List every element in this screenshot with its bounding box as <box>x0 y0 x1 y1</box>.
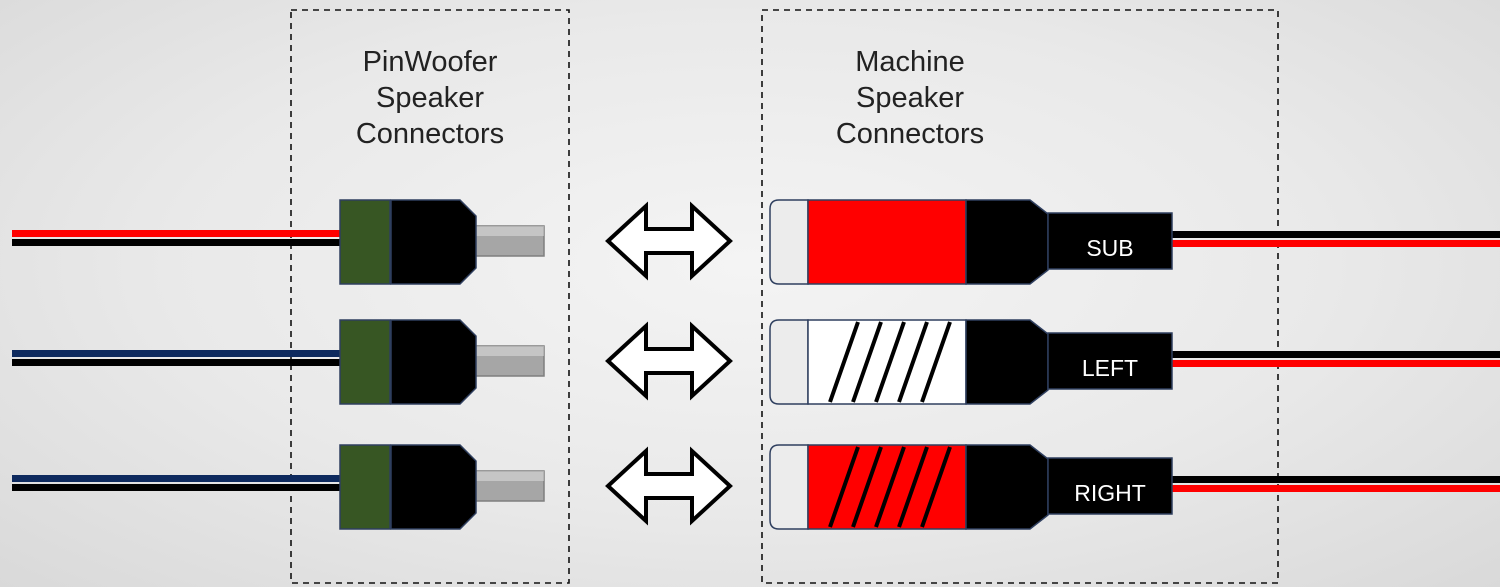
sleeve-stripe <box>851 446 883 528</box>
sleeve-stripe <box>920 321 952 403</box>
sleeve-stripe <box>828 321 860 403</box>
sleeve-stripe <box>828 446 860 528</box>
connector-label-sub: SUB <box>1086 235 1134 261</box>
sleeve-stripe <box>874 446 906 528</box>
right-wire-top <box>1172 231 1500 238</box>
connector-label-left: LEFT <box>1081 355 1139 381</box>
title-line: Machine <box>855 46 965 78</box>
left-wire-top <box>12 350 340 357</box>
left-wire-bottom <box>12 484 340 491</box>
sleeve-stripe <box>874 321 906 403</box>
right-wire-top <box>1172 476 1500 483</box>
title-line: PinWoofer <box>362 46 498 78</box>
socket-end-cap <box>769 199 809 285</box>
connector-row-right <box>12 444 1500 530</box>
left-wire-bottom <box>12 239 340 246</box>
socket-end-cap <box>769 319 809 405</box>
plug-body <box>390 444 477 530</box>
double-headed-arrow-icon <box>605 446 733 526</box>
socket-tail <box>1047 332 1173 390</box>
plug-collar <box>339 319 391 405</box>
socket-body <box>965 444 1049 530</box>
socket-tail <box>1047 457 1173 515</box>
left-wire-top <box>12 230 340 237</box>
double-headed-arrow-icon <box>605 321 733 401</box>
right-wire-bottom <box>1172 240 1500 247</box>
connector-row-left <box>12 319 1500 405</box>
socket-sleeve <box>807 199 967 285</box>
right-wire-bottom <box>1172 485 1500 492</box>
right-wire-top <box>1172 351 1500 358</box>
connector-label-right: RIGHT <box>1074 480 1146 506</box>
socket-tail <box>1047 212 1173 270</box>
plug-pin <box>469 345 545 377</box>
sleeve-stripe <box>920 446 952 528</box>
plug-collar <box>339 444 391 530</box>
sleeve-stripe <box>897 321 929 403</box>
plug-pin-highlight <box>470 471 544 481</box>
pinwoofer-group-title: PinWoofer Speaker Connectors <box>340 44 520 152</box>
right-wire-bottom <box>1172 360 1500 367</box>
machine-group-box <box>761 9 1279 584</box>
connector-row-sub <box>12 199 1500 285</box>
left-wire-bottom <box>12 359 340 366</box>
machine-group-title: Machine Speaker Connectors <box>820 44 1000 152</box>
sleeve-stripe <box>851 321 883 403</box>
title-line: Speaker <box>855 82 964 114</box>
plug-collar <box>339 199 391 285</box>
plug-pin <box>469 470 545 502</box>
socket-body <box>965 319 1049 405</box>
double-headed-arrow-icon <box>605 201 733 281</box>
title-line: Speaker <box>375 82 484 114</box>
socket-end-cap <box>769 444 809 530</box>
pinwoofer-group-box <box>290 9 570 584</box>
plug-pin-highlight <box>470 346 544 356</box>
left-wire-top <box>12 475 340 482</box>
title-line: Connectors <box>835 118 985 150</box>
plug-body <box>390 319 477 405</box>
plug-body <box>390 199 477 285</box>
title-line: Connectors <box>355 118 505 150</box>
plug-pin-highlight <box>470 226 544 236</box>
sleeve-stripe <box>897 446 929 528</box>
socket-body <box>965 199 1049 285</box>
